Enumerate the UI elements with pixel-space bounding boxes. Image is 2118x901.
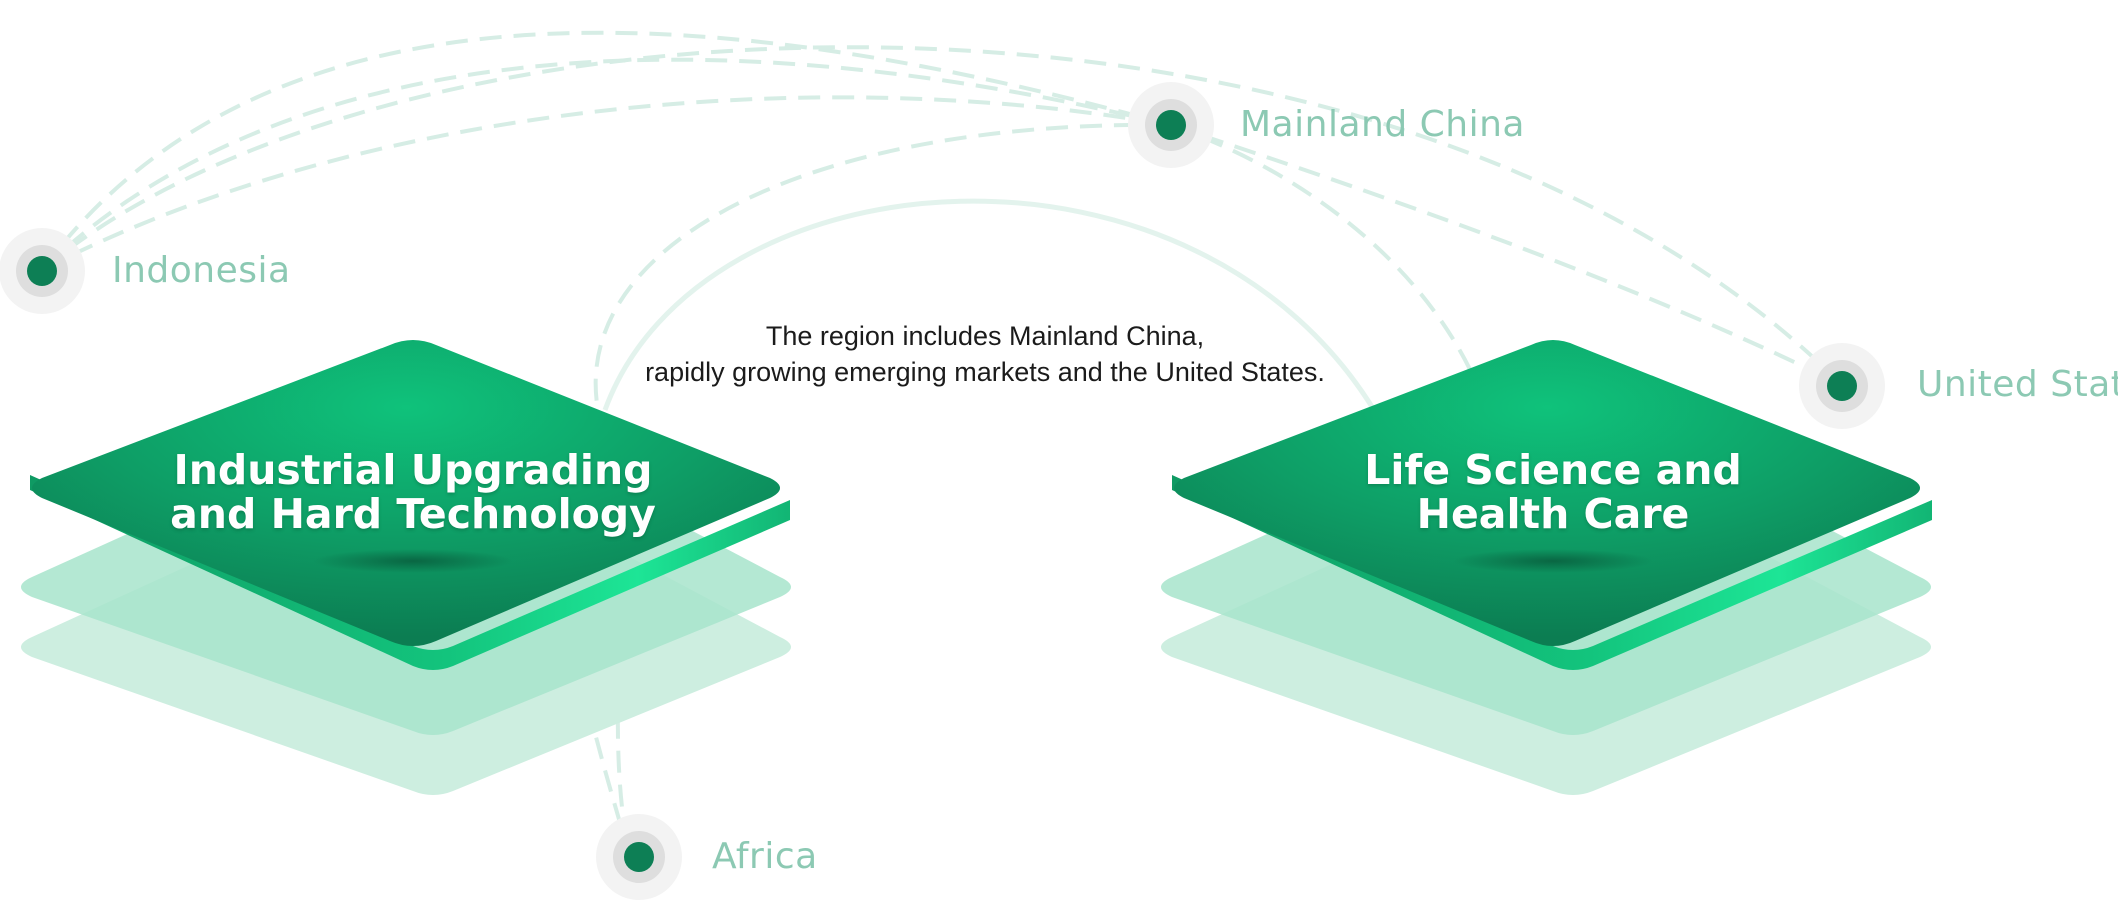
route-indonesia-us [40, 45, 1844, 387]
industrial-platform [21, 340, 791, 795]
route-indonesia-china-lower [41, 95, 1171, 272]
category-life-science: Life Science and Health Care [1303, 448, 1803, 536]
region-description-line2: rapidly growing emerging markets and the… [645, 357, 1325, 387]
category-industrial-line2: and Hard Technology [170, 490, 656, 538]
region-description: The region includes Mainland China, rapi… [560, 318, 1410, 390]
route-indonesia-china-mid [40, 57, 1171, 272]
life-science-platform [1161, 340, 1932, 795]
region-label-united-states: United States [1917, 364, 2118, 405]
marker-africa [596, 814, 682, 900]
category-industrial-line1: Industrial Upgrading [173, 446, 653, 494]
route-china-us [1169, 123, 1843, 387]
arc-between-sectors [602, 198, 1383, 422]
region-label-mainland-china: Mainland China [1240, 104, 1525, 145]
region-description-line1: The region includes Mainland China, [765, 321, 1205, 351]
marker-united-states [1799, 343, 1885, 429]
route-china-life-science [1169, 123, 1477, 381]
category-life-science-line2: Health Care [1416, 490, 1690, 538]
category-industrial-upgrading: Industrial Upgrading and Hard Technology [163, 448, 663, 536]
category-life-science-line1: Life Science and [1364, 446, 1742, 494]
region-label-indonesia: Indonesia [112, 250, 291, 291]
marker-mainland-china [1128, 82, 1214, 168]
route-indonesia-china-upper [40, 30, 1171, 272]
region-label-africa: Africa [712, 836, 818, 877]
marker-indonesia [0, 228, 85, 314]
